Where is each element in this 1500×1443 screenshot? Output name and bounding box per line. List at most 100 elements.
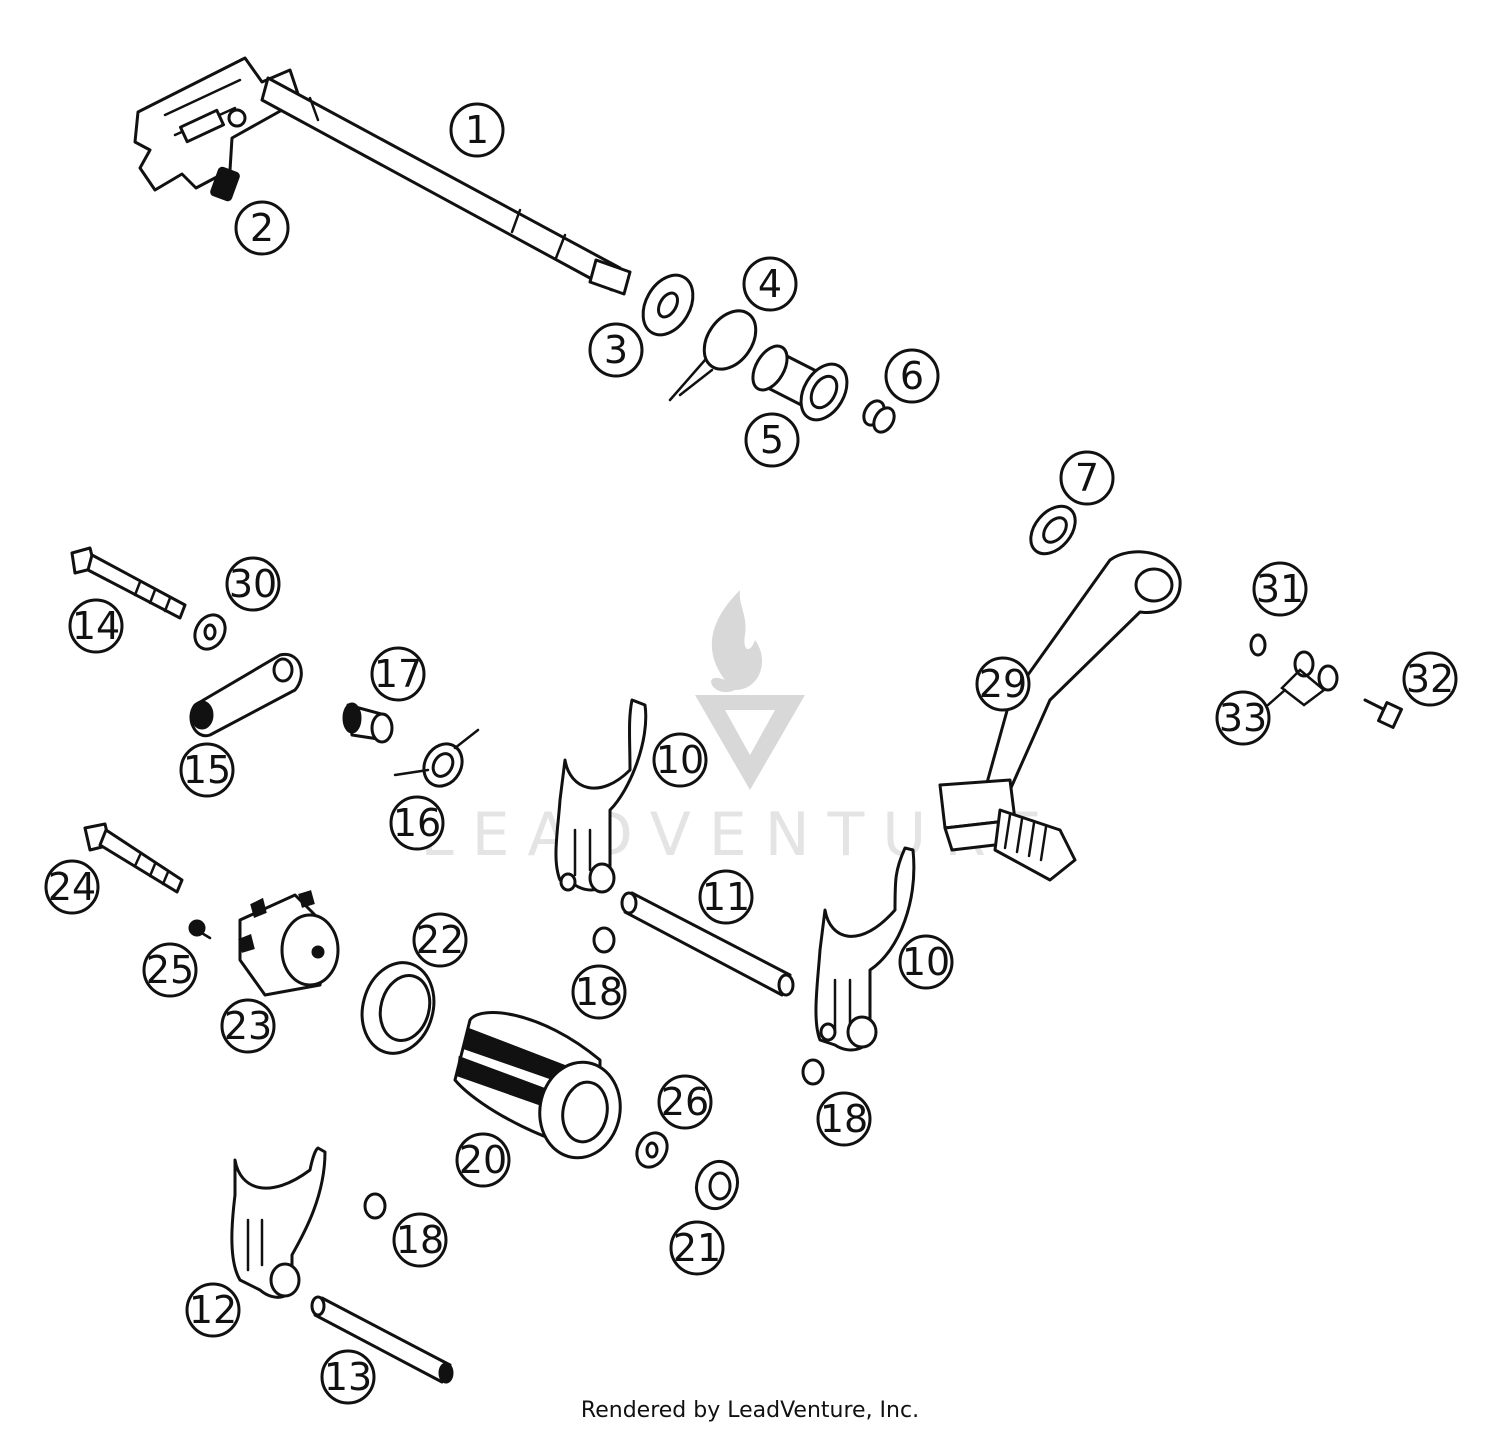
svg-text:10: 10 (902, 940, 950, 984)
callout-16: 16 (389, 795, 445, 851)
svg-text:6: 6 (900, 354, 924, 398)
part-link-15 (189, 652, 303, 738)
part-bushing-17 (342, 702, 394, 744)
part-bearing-21 (694, 1159, 740, 1211)
part-bearing-22 (360, 961, 436, 1055)
callout-2: 2 (234, 200, 290, 256)
part-roller-18a (592, 926, 616, 954)
callout-18c: 18 (392, 1212, 448, 1268)
part-spring-16 (393, 728, 480, 788)
part-washer-26 (635, 1131, 669, 1169)
part-bolt-32 (1363, 698, 1403, 729)
svg-text:30: 30 (229, 562, 277, 606)
part-rail-11 (620, 891, 795, 997)
callout-10a: 10 (652, 732, 708, 788)
part-ring-7 (1029, 504, 1077, 556)
watermark-v-icon (695, 695, 805, 790)
part-screw-25 (188, 919, 212, 940)
part-rail-13 (310, 1295, 454, 1384)
callout-10b: 10 (898, 934, 954, 990)
svg-text:29: 29 (979, 662, 1027, 706)
callout-18b: 18 (816, 1091, 872, 1147)
leader-line-33 (1266, 688, 1287, 707)
part-spring-6 (862, 399, 896, 434)
part-spring-4 (668, 309, 758, 402)
svg-text:32: 32 (1406, 657, 1454, 701)
part-washer-30 (193, 613, 227, 651)
callout-15: 15 (179, 742, 235, 798)
callout-29: 29 (975, 656, 1031, 712)
part-nuts-33 (1280, 650, 1339, 707)
part-washer-3 (641, 273, 695, 337)
part-washer-31 (1249, 633, 1267, 657)
callout-24: 24 (44, 859, 100, 915)
callout-25: 25 (142, 942, 198, 998)
svg-text:10: 10 (656, 738, 704, 782)
watermark: LEADVENTURE (420, 590, 1042, 870)
part-shift-drum-20 (453, 1011, 622, 1160)
callout-7: 7 (1059, 450, 1115, 506)
part-bolt-24 (83, 822, 184, 894)
svg-text:24: 24 (48, 865, 96, 909)
callouts: 1 2 3 4 5 6 7 10 10 11 12 (44, 102, 1458, 1405)
part-shift-cam-23 (238, 890, 340, 997)
callout-5: 5 (744, 412, 800, 468)
svg-text:18: 18 (396, 1218, 444, 1262)
callout-22: 22 (412, 912, 468, 968)
svg-text:23: 23 (224, 1004, 272, 1048)
render-credit: Rendered by LeadVenture, Inc. (580, 1398, 920, 1423)
callout-21: 21 (669, 1220, 725, 1276)
svg-text:1: 1 (465, 108, 489, 152)
svg-text:15: 15 (183, 748, 231, 792)
callout-18a: 18 (571, 964, 627, 1020)
callout-33: 33 (1215, 690, 1271, 746)
callout-31: 31 (1252, 561, 1308, 617)
svg-text:31: 31 (1256, 567, 1304, 611)
svg-text:2: 2 (250, 206, 274, 250)
svg-text:12: 12 (189, 1288, 237, 1332)
svg-text:3: 3 (604, 328, 628, 372)
callout-23: 23 (220, 998, 276, 1054)
part-shift-fork-10a (554, 698, 648, 894)
callout-13: 13 (320, 1349, 376, 1405)
part-shift-shaft (133, 56, 632, 296)
callout-17: 17 (370, 646, 426, 702)
part-shift-fork-10b (814, 846, 916, 1052)
svg-text:18: 18 (575, 970, 623, 1014)
callout-3: 3 (588, 322, 644, 378)
callout-20: 20 (455, 1132, 511, 1188)
part-spring-2 (210, 166, 240, 202)
part-roller-18b (801, 1058, 825, 1086)
svg-text:26: 26 (661, 1080, 709, 1124)
svg-text:21: 21 (673, 1226, 721, 1270)
callout-14: 14 (68, 598, 124, 654)
part-bolt-14 (70, 546, 187, 620)
callout-12: 12 (185, 1282, 241, 1338)
svg-text:20: 20 (459, 1138, 507, 1182)
svg-text:13: 13 (324, 1355, 372, 1399)
part-bushing-5 (751, 344, 849, 422)
callout-6: 6 (884, 348, 940, 404)
callout-30: 30 (225, 556, 281, 612)
watermark-flame-icon (711, 590, 763, 693)
callout-32: 32 (1402, 651, 1458, 707)
svg-text:16: 16 (393, 801, 441, 845)
svg-text:14: 14 (72, 604, 120, 648)
svg-text:4: 4 (758, 262, 782, 306)
svg-text:33: 33 (1219, 696, 1267, 740)
part-roller-18c (363, 1192, 387, 1220)
callout-11: 11 (698, 869, 754, 925)
svg-text:7: 7 (1075, 456, 1099, 500)
svg-text:22: 22 (416, 918, 464, 962)
callout-1: 1 (449, 102, 505, 158)
part-shift-lever-29 (938, 550, 1182, 882)
part-shift-fork-12 (230, 1146, 327, 1299)
svg-text:17: 17 (374, 652, 422, 696)
svg-text:25: 25 (146, 948, 194, 992)
callout-26: 26 (657, 1074, 713, 1130)
svg-text:18: 18 (820, 1097, 868, 1141)
callout-4: 4 (742, 256, 798, 312)
svg-text:5: 5 (760, 418, 784, 462)
svg-text:11: 11 (702, 875, 750, 919)
